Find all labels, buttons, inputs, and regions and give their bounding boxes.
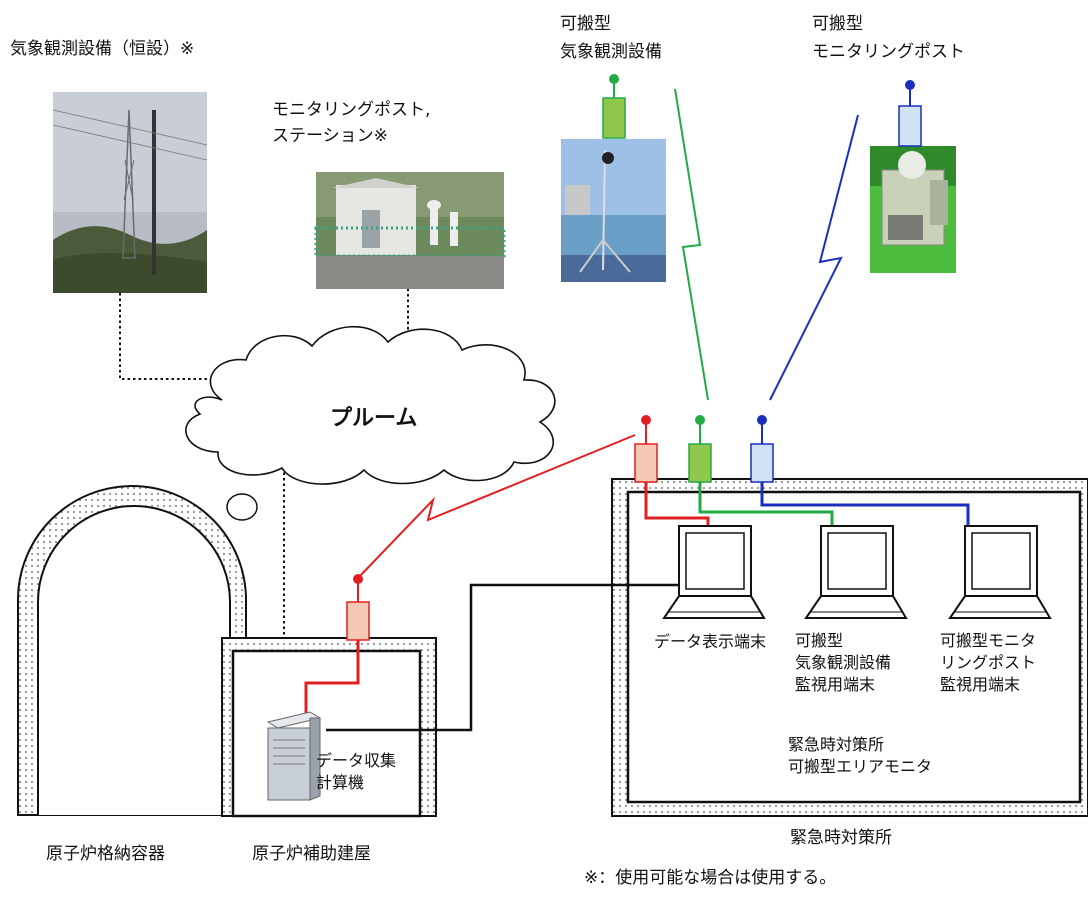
label-post-terminal-line1: 可搬型モニタ bbox=[940, 631, 1037, 650]
antenna-icon bbox=[602, 74, 626, 139]
label-aux-building: 原子炉補助建屋 bbox=[252, 844, 371, 864]
label-post-terminal-line2: リングポスト bbox=[940, 653, 1037, 672]
colored-cables bbox=[304, 482, 970, 720]
label-collector-line1: データ収集 bbox=[316, 751, 397, 770]
laptop-icon bbox=[662, 525, 766, 619]
photo-meteo-tower bbox=[52, 92, 208, 293]
label-portable-post-line2: モニタリングポスト bbox=[812, 42, 965, 62]
label-portable-meteo-line2: 気象観測設備 bbox=[560, 42, 662, 62]
antenna-icon bbox=[346, 574, 370, 641]
label-post-terminal-line3: 監視用端末 bbox=[940, 675, 1021, 694]
label-containment: 原子炉格納容器 bbox=[46, 844, 165, 864]
label-collector-line2: 計算機 bbox=[316, 773, 365, 792]
data-cable bbox=[326, 583, 688, 732]
server-icon bbox=[266, 711, 322, 801]
antenna-icon bbox=[634, 415, 658, 483]
laptop-icon bbox=[948, 525, 1052, 619]
cloud-icon bbox=[149, 325, 556, 562]
footnote: ※：使用可能な場合は使用する。 bbox=[584, 868, 837, 888]
label-meteo-terminal-line3: 監視用端末 bbox=[795, 675, 876, 694]
label-emergency-center: 緊急時対策所 bbox=[790, 828, 892, 848]
photo-portable-meteo bbox=[561, 139, 666, 282]
auxiliary-building bbox=[221, 637, 437, 818]
label-area-monitor-line1: 緊急時対策所 bbox=[788, 735, 885, 754]
label-meteo-permanent: 気象観測設備（恒設）※ bbox=[10, 39, 195, 59]
containment-vessel bbox=[17, 485, 247, 816]
label-portable-meteo-line1: 可搬型 bbox=[560, 14, 611, 34]
photo-monitoring-station bbox=[314, 172, 506, 289]
label-monitoring-post-line2: ステーション※ bbox=[272, 126, 388, 146]
label-data-display-terminal: データ表示端末 bbox=[654, 632, 767, 651]
label-meteo-terminal-line2: 気象観測設備 bbox=[795, 653, 892, 672]
label-plume: プルーム bbox=[330, 406, 418, 431]
photo-portable-post bbox=[870, 146, 956, 273]
antenna-icon bbox=[750, 415, 774, 483]
label-area-monitor-line2: 可搬型エリアモニタ bbox=[788, 757, 933, 776]
label-portable-post-line1: 可搬型 bbox=[812, 14, 863, 34]
label-meteo-terminal-line1: 可搬型 bbox=[795, 631, 844, 650]
wireless-links bbox=[356, 88, 859, 580]
antenna-icon bbox=[898, 80, 922, 147]
antenna-icon bbox=[688, 415, 712, 483]
label-monitoring-post-line1: モニタリングポスト, bbox=[272, 100, 431, 120]
laptop-icon bbox=[804, 525, 908, 619]
